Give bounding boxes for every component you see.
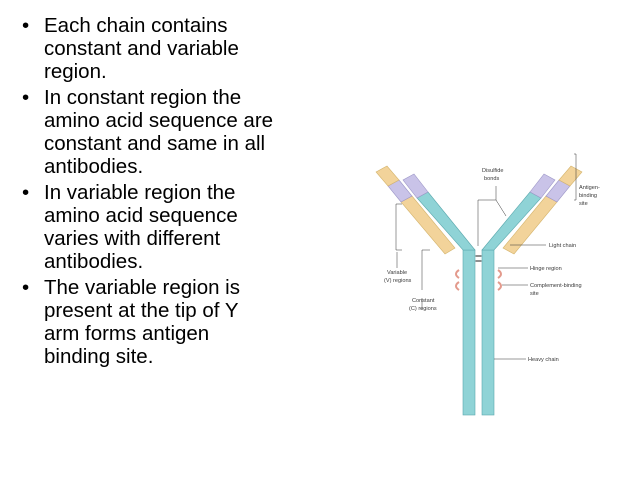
- label-light-chain: Light chain: [549, 243, 576, 249]
- bullet-line: In constant region the: [44, 86, 242, 109]
- leader-lines: [395, 153, 577, 360]
- bullet-marker: •: [22, 181, 30, 204]
- label-hinge-region: Hinge region: [530, 266, 562, 272]
- bullet-line: region.: [44, 60, 107, 83]
- label-constant-regions-2: (C) regions: [409, 306, 437, 312]
- label-disulfide-bonds-2: bonds: [484, 176, 499, 182]
- bullet-item-2: • In constant region the amino acid sequ…: [22, 86, 322, 178]
- bullet-line: constant and variable: [44, 37, 239, 60]
- label-constant-regions-1: Constant: [412, 298, 435, 304]
- label-antigen-binding-site-1: Antigen-: [579, 185, 600, 191]
- label-heavy-chain: Heavy chain: [528, 357, 559, 363]
- bullet-line: constant and same in all: [44, 132, 266, 155]
- bullet-item-3: • In variable region the amino acid sequ…: [22, 181, 322, 273]
- label-antigen-binding-site-3: site: [579, 201, 588, 207]
- label-complement-binding-site-2: site: [530, 291, 539, 297]
- bullet-marker: •: [22, 14, 30, 37]
- disulfide-bonds: [455, 269, 502, 291]
- heavy-chain-variable-right: [529, 173, 556, 199]
- interchain-bond-marks: [475, 255, 482, 262]
- bullet-line: amino acid sequence are: [44, 109, 274, 132]
- bullet-line: varies with different: [44, 227, 221, 250]
- bullet-line: arm forms antigen: [44, 322, 210, 345]
- label-disulfide-bonds-1: Disulfide: [482, 168, 503, 174]
- bullet-marker: •: [22, 86, 30, 109]
- bullet-line: present at the tip of Y: [44, 299, 239, 322]
- heavy-chain-stem-right: [481, 249, 495, 416]
- heavy-chain-stem-left: [462, 249, 476, 416]
- heavy-chain-variable-left: [402, 173, 429, 199]
- bullet-line: antibodies.: [44, 155, 144, 178]
- bullet-line: binding site.: [44, 345, 154, 368]
- bullet-line: Each chain contains: [44, 14, 228, 37]
- bullet-line: In variable region the: [44, 181, 236, 204]
- bullet-marker: •: [22, 276, 30, 299]
- bullet-line: amino acid sequence: [44, 204, 238, 227]
- antibody-diagram: Disulfide bonds Antigen- binding site Li…: [375, 153, 600, 416]
- bullet-item-1: • Each chain contains constant and varia…: [22, 14, 322, 83]
- light-chain-tip-left: [375, 165, 400, 187]
- bullet-line: antibodies.: [44, 250, 144, 273]
- bullet-item-4: • The variable region is present at the …: [22, 276, 322, 368]
- label-complement-binding-site-1: Complement-binding: [530, 283, 582, 289]
- label-variable-regions-1: Variable: [387, 270, 407, 276]
- bullet-list: • Each chain contains constant and varia…: [22, 14, 322, 371]
- label-variable-regions-2: (V) regions: [384, 278, 412, 284]
- bullet-line: The variable region is: [44, 276, 240, 299]
- label-antigen-binding-site-2: binding: [579, 193, 597, 199]
